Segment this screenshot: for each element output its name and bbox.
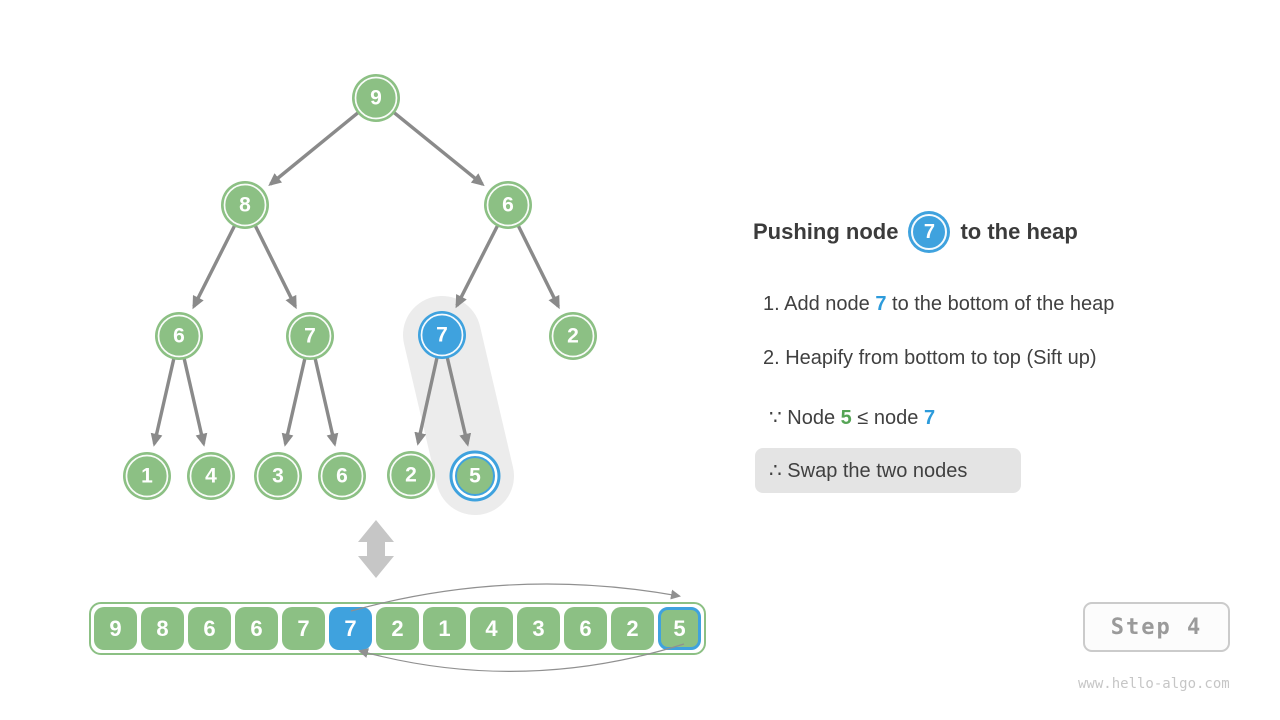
svg-text:8: 8 [239,194,251,217]
tree-node-6: 6 [318,452,366,500]
conclusion-box: ∴ Swap the two nodes [755,448,1021,493]
pushed-node-badge: 7 [908,211,951,253]
array-cell-2: 6 [188,607,231,650]
step-badge: Step 4 [1083,602,1230,652]
tree-node-6: 6 [155,312,203,360]
tree-edge [390,109,485,187]
pushed-node-value: 7 [923,220,936,243]
array-cell-10: 6 [564,607,607,650]
array-cell-5: 7 [329,607,372,650]
tree-node-7: 7 [286,312,334,360]
array-cell-3: 6 [235,607,278,650]
tree-node-4: 4 [187,452,235,500]
step-1-line: 1. Add node 7 to the bottom of the heap [763,293,1114,316]
tree-edge [150,355,177,447]
svg-text:2: 2 [405,464,417,487]
tree-edge [181,355,208,447]
array-cell-9: 3 [517,607,560,650]
tree-node-1: 1 [123,452,171,500]
because-blue-value: 7 [923,407,936,429]
svg-text:2: 2 [567,325,579,348]
step-1-pre: 1. Add node [763,293,876,315]
panel-title-prefix: Pushing node [753,219,899,244]
svg-text:7: 7 [304,325,316,348]
svg-text:4: 4 [205,465,217,488]
tree-node-6: 6 [484,181,532,229]
svg-text:6: 6 [173,325,185,348]
conclusion-text: ∴ Swap the two nodes [769,460,968,482]
tree-edge [455,222,501,309]
watermark: www.hello-algo.com [1078,676,1230,692]
tree-edge [268,109,362,187]
array-cell-0: 9 [94,607,137,650]
array-cell-4: 7 [282,607,325,650]
svg-text:6: 6 [336,465,348,488]
step-1-highlight: 7 [875,293,887,315]
because-mid: ≤ node [851,407,924,429]
svg-text:5: 5 [469,465,481,488]
svg-text:1: 1 [141,465,153,488]
tree-edge [515,222,560,310]
because-line: ∵ Node 5 ≤ node 7 [769,405,935,430]
array-cell-11: 2 [611,607,654,650]
array-cell-1: 8 [141,607,184,650]
step-2-line: 2. Heapify from bottom to top (Sift up) [763,347,1097,369]
tree-node-3: 3 [254,452,302,500]
array-cell-6: 2 [376,607,419,650]
tree-edge [281,355,308,447]
step-1-post: to the bottom of the heap [886,293,1115,315]
tree-edge [192,222,238,310]
array-cell-7: 1 [423,607,466,650]
tree-edge [252,222,297,310]
tree-node-9: 9 [352,74,400,122]
array-cell-8: 4 [470,607,513,650]
updown-arrow-icon [358,520,394,578]
tree-edge [444,354,472,447]
because-symbol: ∵ [769,407,782,429]
tree-node-5: 5 [449,450,501,502]
svg-text:6: 6 [502,194,514,217]
svg-text:3: 3 [272,465,284,488]
because-green-value: 5 [840,407,852,429]
tree-node-7: 7 [418,311,466,359]
tree-node-2: 2 [387,451,435,499]
because-pre: Node [781,407,841,429]
tree-node-8: 8 [221,181,269,229]
svg-text:9: 9 [370,87,382,110]
array-cell-12: 5 [658,607,701,650]
tree-node-2: 2 [549,312,597,360]
panel-title-suffix: to the heap [960,219,1078,244]
svg-text:7: 7 [436,324,448,347]
panel-title: Pushing node 7 to the heap [753,211,1078,253]
tree-edge [312,355,339,447]
tree-edge [414,354,440,446]
